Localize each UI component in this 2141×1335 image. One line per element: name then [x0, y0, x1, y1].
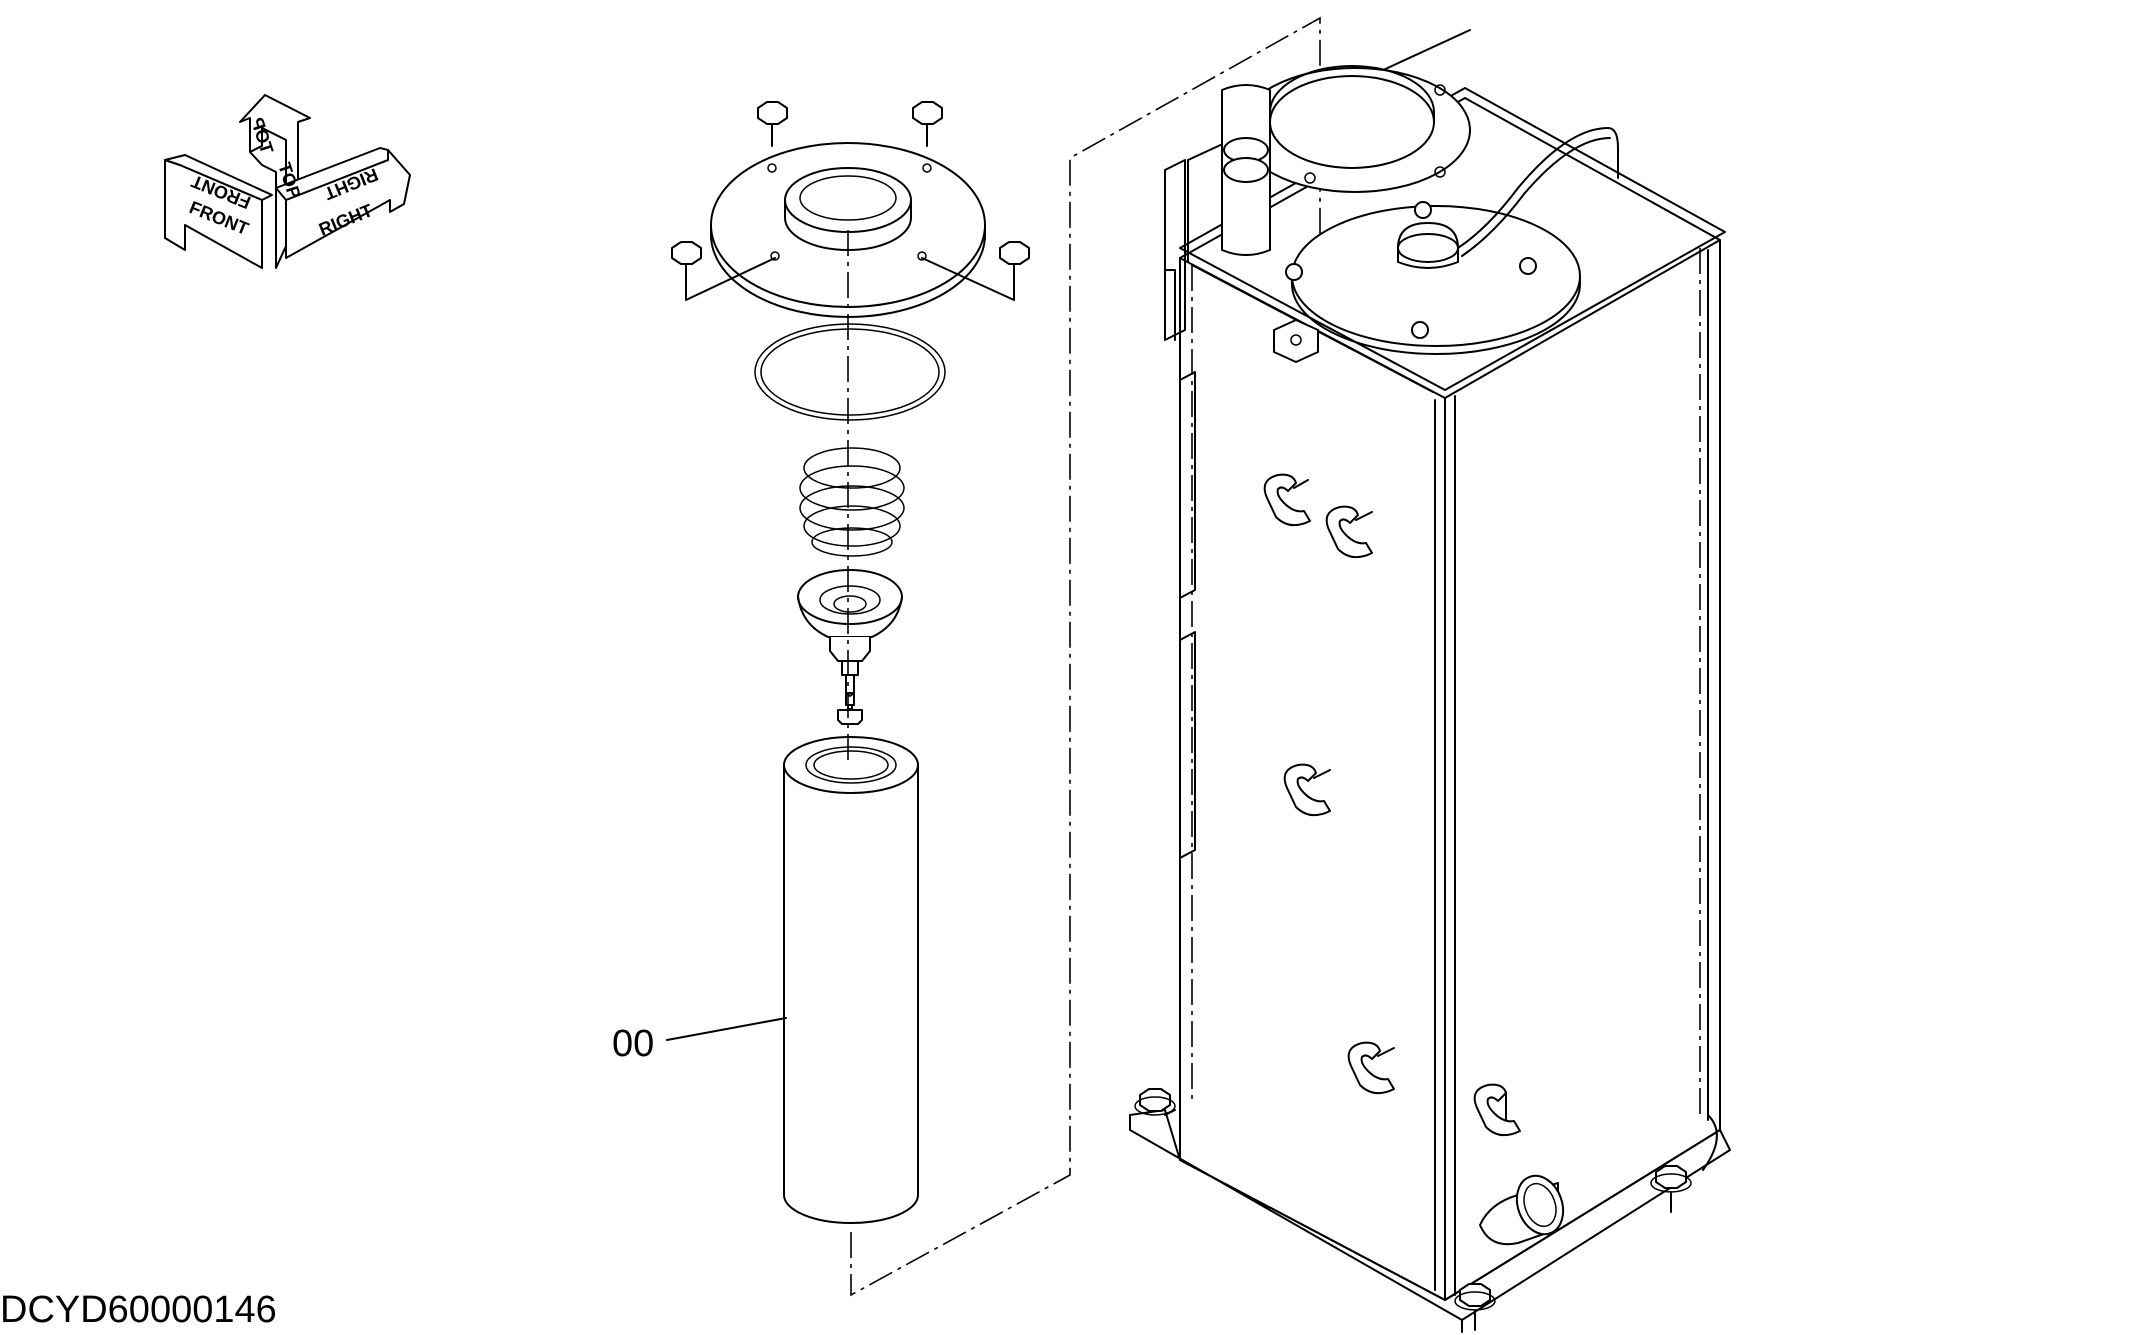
filter-cover-plate	[710, 142, 986, 318]
cover-bolt	[757, 101, 788, 147]
tank-hook	[1283, 763, 1331, 817]
callout-label: 00	[612, 1023, 654, 1065]
cover-bolt	[671, 241, 702, 285]
exploded-view-guide	[850, 16, 1321, 1297]
tank-hook	[1473, 1083, 1521, 1137]
base-bolt	[1650, 1165, 1692, 1213]
spring	[799, 447, 905, 557]
cover-bolt	[912, 101, 943, 147]
cover-o-ring	[754, 323, 946, 421]
base-bolt	[1454, 1283, 1496, 1331]
bypass-valve	[797, 569, 903, 725]
filter-element	[783, 736, 919, 1224]
tank-hook	[1325, 505, 1373, 559]
callout-leader	[666, 1017, 787, 1041]
drawing-code: DCYD60000146	[0, 1289, 277, 1331]
orientation-compass: TOP TOP FRONT FRONT RIGHT RIGHT	[164, 94, 411, 269]
base-bolt	[1134, 1088, 1176, 1116]
cover-bolt	[999, 241, 1030, 285]
tank-hook	[1263, 473, 1311, 527]
hydraulic-tank	[1129, 29, 1731, 1333]
tank-hook	[1347, 1041, 1395, 1095]
